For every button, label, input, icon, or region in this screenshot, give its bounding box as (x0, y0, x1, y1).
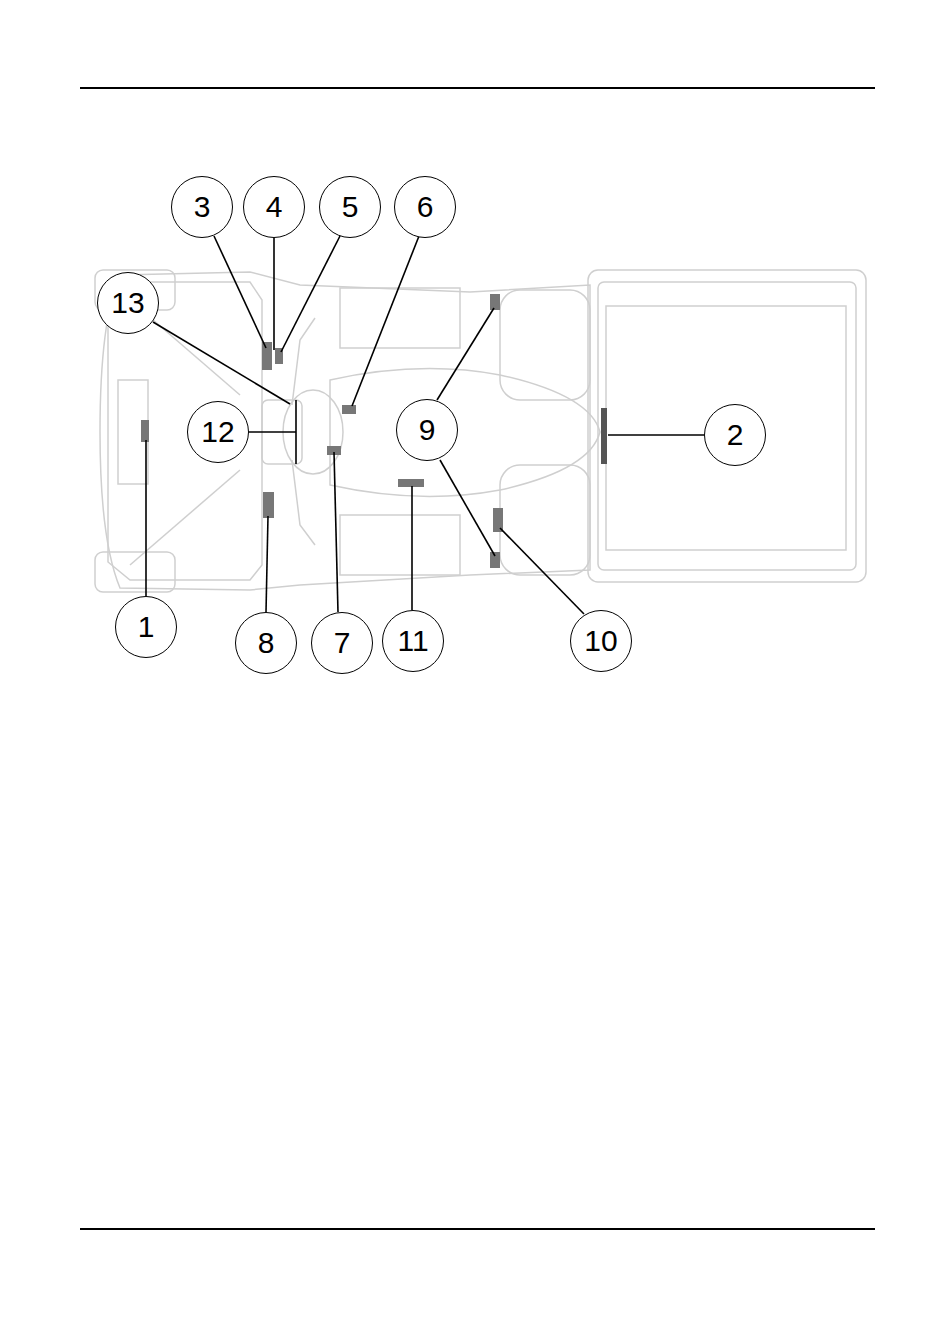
callout-circle: 8 (235, 612, 297, 674)
callout-circle: 4 (243, 176, 305, 238)
callout-circle: 2 (704, 404, 766, 466)
callout-number: 2 (727, 420, 744, 450)
callout-circle: 10 (570, 610, 632, 672)
callout-number: 12 (201, 417, 234, 447)
callout-circle: 9 (396, 399, 458, 461)
callout-number: 4 (266, 192, 283, 222)
callout-circle: 13 (97, 272, 159, 334)
callout-circle: 1 (115, 596, 177, 658)
callout-circle: 12 (187, 401, 249, 463)
callout-number: 7 (334, 628, 351, 658)
callout-number: 8 (258, 628, 275, 658)
callout-number: 13 (111, 288, 144, 318)
callout-number: 5 (342, 192, 359, 222)
callout-number: 1 (138, 612, 155, 642)
callout-number: 6 (417, 192, 434, 222)
callout-number: 9 (419, 415, 436, 445)
callout-number: 3 (194, 192, 211, 222)
callout-number: 10 (584, 626, 617, 656)
callout-circle: 11 (382, 610, 444, 672)
callout-circle: 7 (311, 612, 373, 674)
callout-circle: 5 (319, 176, 381, 238)
callout-circle: 6 (394, 176, 456, 238)
callout-circle: 3 (171, 176, 233, 238)
callout-number: 11 (397, 626, 428, 656)
